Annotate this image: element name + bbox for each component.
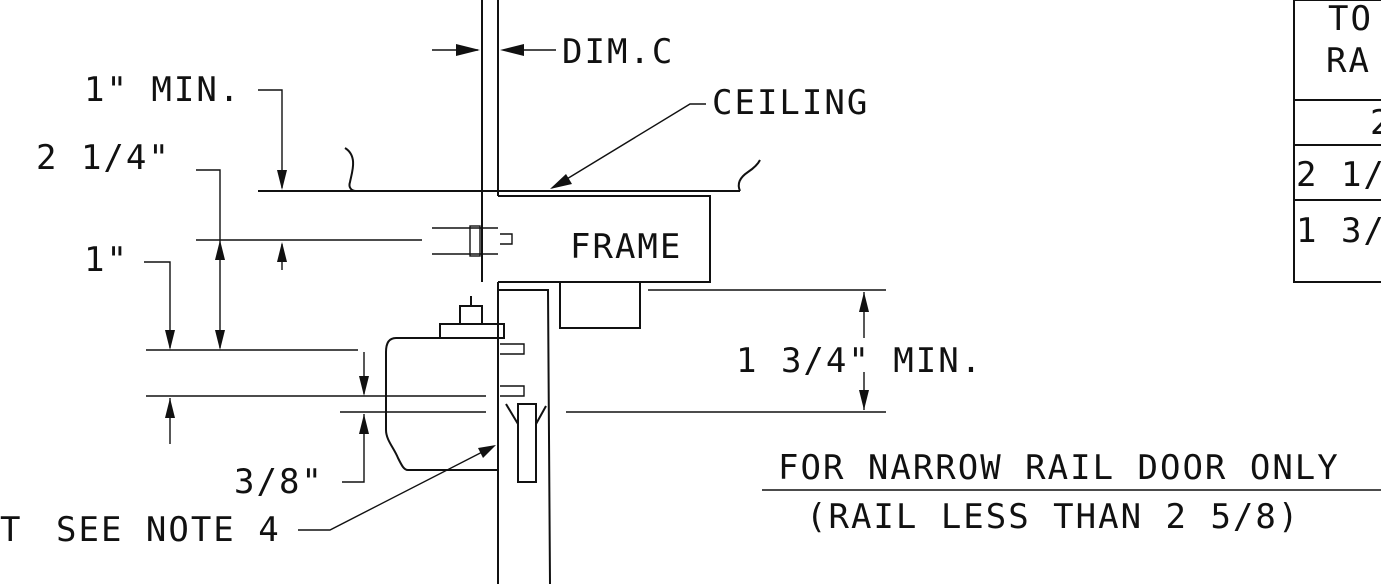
two-quarter-group: 2 1/4": [36, 138, 422, 350]
three-eighths-arrow-up: [359, 414, 369, 434]
two-quarter-arrow-up: [215, 240, 225, 260]
one-inch-arrow-down: [165, 330, 175, 350]
closer-bolt-base: [439, 323, 505, 339]
door-rail-bevel: [505, 403, 547, 425]
one-inch-group: 1": [84, 240, 486, 444]
see-note-arrow: [478, 445, 496, 458]
one-inch-arrow-up: [165, 398, 175, 418]
rail-screw-top: [500, 343, 525, 355]
door-rail-right-edge: [498, 289, 551, 584]
left-cut-text: T: [0, 510, 22, 550]
one-inch-min-arrow-up: [277, 242, 287, 262]
table-header-line-1: TO: [1328, 0, 1373, 39]
dim-c-arrow-right: [500, 44, 524, 56]
closer-bracket-group: [385, 296, 505, 471]
table-row-3: 1 3/4: [1296, 211, 1381, 251]
dim-c-group: DIM.C: [432, 0, 674, 282]
one-three-quarter-arrow-up: [859, 292, 869, 312]
dim-c-arrow-left: [456, 44, 480, 56]
ceiling-break-right: [737, 159, 761, 192]
one-inch-leader: [144, 261, 171, 348]
note-line-1: FOR NARROW RAIL DOOR ONLY: [778, 448, 1340, 488]
ceiling-group: CEILING: [258, 83, 869, 192]
frame-stop: [559, 282, 641, 329]
one-three-quarter-arrow-down: [859, 390, 869, 410]
one-inch-label: 1": [84, 240, 129, 280]
closer-bracket-outline: [385, 337, 498, 471]
one-three-quarter-label: 1 3/4" MIN.: [736, 341, 983, 381]
table-outline: [1293, 0, 1381, 283]
door-rail-group: [497, 282, 551, 584]
frame-label: FRAME: [570, 227, 682, 267]
table-header-line-2: RA: [1326, 41, 1371, 81]
ceiling-leader: [551, 103, 706, 189]
three-eighths-label: 3/8": [234, 462, 324, 502]
frame-fastener-body: [469, 225, 481, 257]
one-inch-min-label: 1" MIN.: [84, 70, 241, 110]
see-note-leader: [298, 445, 495, 531]
two-quarter-arrow-down: [215, 330, 225, 350]
two-quarter-label: 2 1/4": [36, 138, 171, 178]
see-note-group: T SEE NOTE 4: [0, 445, 496, 550]
frame-outline: [498, 195, 711, 283]
see-note-label: SEE NOTE 4: [56, 510, 281, 550]
dim-c-label: DIM.C: [562, 32, 674, 72]
frame-group: FRAME: [432, 195, 711, 329]
table-row-1: 2: [1370, 103, 1381, 143]
one-inch-min-group: 1" MIN.: [84, 70, 287, 190]
three-eighths-leader: [342, 414, 365, 483]
ceiling-arrow: [550, 174, 572, 189]
ceiling-label: CEILING: [712, 83, 869, 123]
three-eighths-group: 3/8": [234, 352, 486, 502]
rail-screw-bottom: [500, 385, 525, 397]
table-row-2: 2 1/: [1296, 155, 1381, 195]
door-rail-slot: [517, 403, 537, 483]
closer-bolt-nut: [459, 305, 483, 325]
one-three-quarter-group: 1 3/4" MIN.: [566, 289, 983, 413]
frame-fastener-screw: [500, 233, 513, 245]
two-quarter-leader: [196, 169, 221, 348]
dimension-table: TO RA 2 2 1/ 1 3/4: [1293, 0, 1381, 283]
note-line-2: (RAIL LESS THAN 2 5/8): [806, 497, 1300, 537]
one-inch-min-arrow: [277, 170, 287, 190]
three-eighths-arrow-down: [359, 376, 369, 396]
one-inch-min-leader: [258, 89, 283, 188]
ceiling-break-left: [344, 147, 357, 192]
narrow-rail-note: FOR NARROW RAIL DOOR ONLY (RAIL LESS THA…: [762, 448, 1381, 537]
